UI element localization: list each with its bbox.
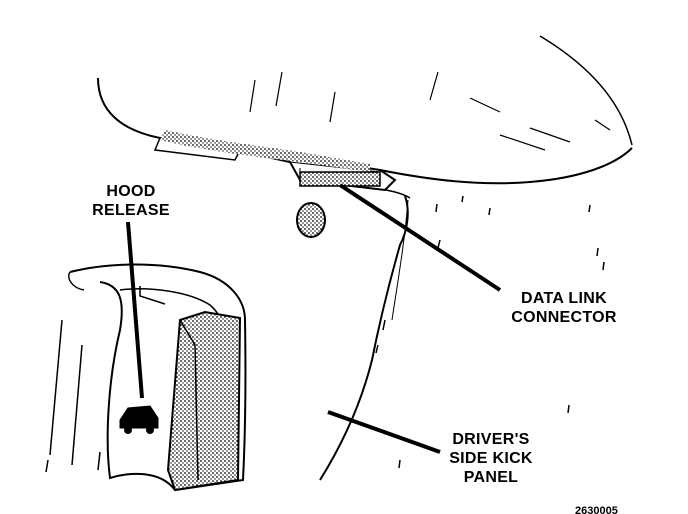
- bracket-knob: [296, 202, 326, 238]
- hood-release-line-2: RELEASE: [92, 202, 170, 219]
- figure-number: 2630005: [575, 505, 618, 514]
- instrument-panel: [97, 35, 633, 192]
- texture-marks: [375, 195, 605, 469]
- connector-housing: [299, 171, 381, 187]
- data-link-connector-label: DATA LINK CONNECTOR: [496, 289, 632, 327]
- hood-release-label: HOOD RELEASE: [66, 182, 196, 220]
- kick-panel-line-3: PANEL: [463, 469, 519, 486]
- panel-shadow: [160, 130, 370, 172]
- door-lines: [45, 319, 101, 473]
- data-link-line-2: CONNECTOR: [511, 309, 617, 326]
- car-hood-icon: [119, 405, 159, 434]
- hood-release-line-1: HOOD: [106, 183, 156, 200]
- hood-release-bezel: [179, 319, 199, 481]
- hood-release-handle: [166, 310, 242, 492]
- kick-panel-line-1: DRIVER'S: [452, 431, 530, 448]
- kick-panel-line-2: SIDE KICK: [449, 450, 533, 467]
- kick-panel-label: DRIVER'S SIDE KICK PANEL: [426, 430, 556, 487]
- data-link-line-1: DATA LINK: [521, 290, 607, 307]
- leader-lines: [126, 183, 502, 454]
